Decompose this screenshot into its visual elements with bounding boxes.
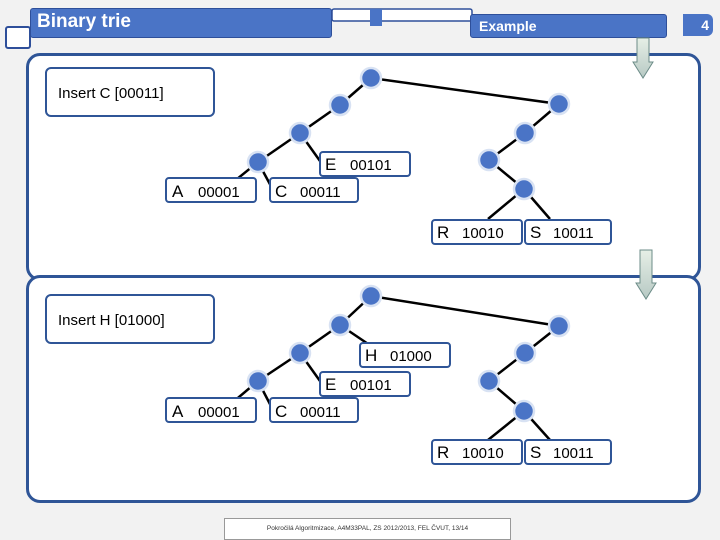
- leaf-key: S: [530, 443, 541, 462]
- leaf-key: C: [275, 402, 287, 421]
- trie-node: [288, 341, 312, 365]
- leaf-R: R 10010: [431, 439, 523, 465]
- trie-node: [477, 148, 501, 172]
- leaf-A: A 00001: [165, 177, 257, 203]
- trie-node: [328, 313, 352, 337]
- panel-1-tree: Insert C [00011] A 00001 C 00011 E 00101…: [45, 66, 612, 245]
- leaf-C: C 00011: [269, 177, 359, 203]
- example-label: Example: [479, 18, 537, 34]
- leaf-key: C: [275, 182, 287, 201]
- trie-node: [246, 369, 270, 393]
- trie-node: [512, 177, 536, 201]
- title-bar: Binary trie: [30, 8, 332, 38]
- corner-square-icon: [5, 26, 31, 49]
- page-number: 4: [683, 14, 713, 36]
- trie-node: [328, 93, 352, 117]
- leaf-key: R: [437, 443, 449, 462]
- leaf-A: A 00001: [165, 397, 257, 423]
- leaf-code: 01000: [390, 348, 432, 365]
- leaf-H: H 01000: [359, 342, 451, 368]
- leaf-C: C 00011: [269, 397, 359, 423]
- trie-node: [246, 150, 270, 174]
- trie-node: [288, 121, 312, 145]
- down-arrow-icon-2: [635, 249, 657, 300]
- leaf-E: E 00101: [319, 371, 411, 397]
- trie-node: [513, 121, 537, 145]
- operation-box: [45, 294, 215, 344]
- trie-node: [359, 284, 383, 308]
- leaf-key: A: [172, 402, 184, 421]
- leaf-code: 00001: [198, 184, 240, 201]
- leaf-key: S: [530, 223, 541, 242]
- operation-label: Insert C [00011]: [58, 85, 164, 102]
- leaf-code: 10010: [462, 445, 504, 462]
- header-notch: [370, 9, 382, 26]
- trie-node: [513, 341, 537, 365]
- trie-node: [512, 399, 536, 423]
- leaf-E: E 00101: [319, 151, 411, 177]
- leaf-code: 10011: [553, 445, 594, 462]
- trie-node: [359, 66, 383, 90]
- leaf-code: 10011: [553, 225, 594, 242]
- operation-box: [45, 67, 215, 117]
- footer: Pokročilá Algoritmizace, A4M33PAL, ZS 20…: [224, 518, 511, 540]
- leaf-S: S 10011: [524, 439, 612, 465]
- leaf-code: 00011: [300, 404, 341, 421]
- example-tab: Example: [470, 14, 667, 38]
- leaf-R: R 10010: [431, 219, 523, 245]
- leaf-code: 00001: [198, 404, 240, 421]
- trie-node: [477, 369, 501, 393]
- leaf-key: H: [365, 346, 377, 365]
- leaf-code: 10010: [462, 225, 504, 242]
- leaf-S: S 10011: [524, 219, 612, 245]
- leaf-code: 00101: [350, 377, 392, 394]
- leaf-key: A: [172, 182, 184, 201]
- leaf-key: E: [325, 155, 336, 174]
- leaf-code: 00101: [350, 157, 392, 174]
- leaf-key: R: [437, 223, 449, 242]
- down-arrow-icon-1: [632, 37, 654, 79]
- panel-2-tree: Insert H [01000] A 00001 C 00011 E 00101…: [45, 284, 612, 465]
- trie-node: [547, 92, 571, 116]
- leaf-key: E: [325, 375, 336, 394]
- trie-node: [547, 314, 571, 338]
- operation-label: Insert H [01000]: [58, 312, 165, 329]
- slide-title: Binary trie: [37, 11, 131, 32]
- leaf-code: 00011: [300, 184, 341, 201]
